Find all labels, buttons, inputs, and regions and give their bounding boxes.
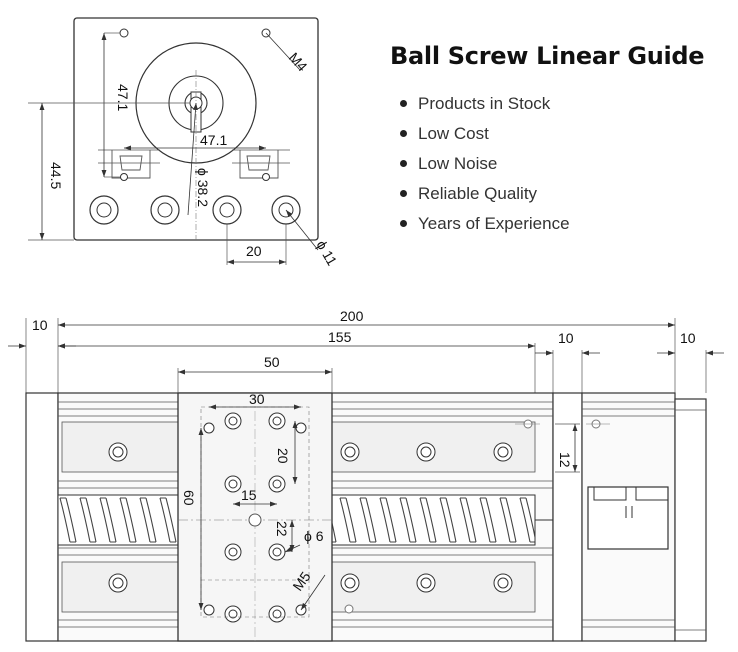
feature-label: Years of Experience	[418, 214, 570, 233]
left-end-plate	[25, 392, 59, 642]
dim-47-1-vertical: 47.1	[115, 84, 131, 111]
dim-30: 30	[249, 391, 265, 407]
carriage-center-hole	[248, 513, 262, 527]
ball-screw-right	[331, 494, 536, 546]
dim-20-pitch: 20	[246, 243, 262, 259]
feature-label: Low Cost	[418, 124, 489, 143]
hole-top-left	[119, 28, 129, 38]
feature-item: Reliable Quality	[400, 184, 570, 214]
product-title: Ball Screw Linear Guide	[390, 42, 705, 70]
dim-200: 200	[340, 308, 364, 324]
feature-label: Low Noise	[418, 154, 498, 173]
dim-22: 22	[274, 521, 290, 537]
dim-15: 15	[241, 487, 257, 503]
dim-10-right: 10	[680, 330, 696, 346]
bullet-icon	[400, 100, 407, 107]
dim-20-vertical: 20	[275, 448, 291, 464]
dim-phi-11: ϕ 11	[313, 238, 340, 269]
ball-screw-left	[57, 494, 179, 546]
feature-label: Products in Stock	[418, 94, 551, 113]
motor-end-plate	[552, 392, 583, 642]
rail-mount-holes	[108, 419, 601, 614]
dim-155: 155	[328, 329, 352, 345]
coupling	[587, 486, 669, 550]
feature-item: Low Noise	[400, 154, 570, 184]
right-end-cap	[674, 398, 707, 642]
dim-50: 50	[264, 354, 280, 370]
end-view: 47.1 47.1 44.5 M4 ϕ 38.2 20 ϕ 11	[28, 17, 340, 269]
bullet-icon	[400, 190, 407, 197]
bullet-icon	[400, 130, 407, 137]
dim-10-motor: 10	[558, 330, 574, 346]
dim-60: 60	[181, 490, 197, 506]
feature-item: Products in Stock	[400, 94, 570, 124]
dim-10-left: 10	[32, 317, 48, 333]
feature-item: Low Cost	[400, 124, 570, 154]
carriage-holes	[203, 412, 307, 623]
bottom-holes	[89, 195, 301, 225]
feature-item: Years of Experience	[400, 214, 570, 244]
dim-47-1-horizontal: 47.1	[200, 132, 227, 148]
dim-44-5: 44.5	[48, 162, 64, 189]
bullet-icon	[400, 220, 407, 227]
feature-label: Reliable Quality	[418, 184, 538, 203]
top-view: 10 200 155 10 10 50 30 20 15 60	[8, 308, 724, 642]
dim-phi-38-2: ϕ 38.2	[195, 168, 211, 207]
feature-list: Products in Stock Low Cost Low Noise Rel…	[400, 94, 570, 244]
dim-12: 12	[557, 452, 573, 468]
dim-phi-6: ϕ 6	[304, 528, 324, 544]
bullet-icon	[400, 160, 407, 167]
